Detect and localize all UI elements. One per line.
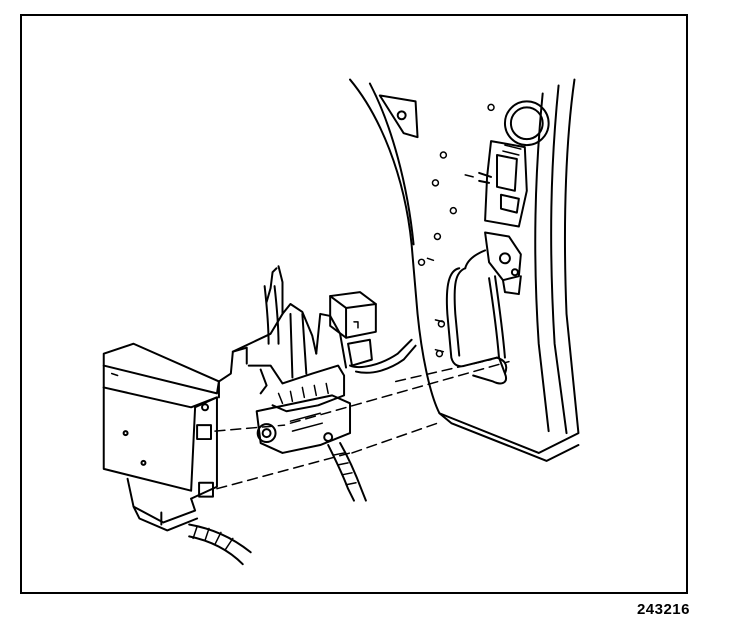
door-inner-panel	[349, 78, 580, 462]
diagram-frame	[20, 14, 688, 594]
speaker-opening	[503, 100, 550, 147]
door-latch-assembly	[478, 140, 528, 296]
alignment-guide-lines	[214, 358, 510, 490]
lower-wiring-harness	[188, 523, 252, 566]
electrical-connector	[329, 291, 417, 374]
figure-number: 243216	[636, 601, 690, 618]
door-fastener-holes	[417, 103, 495, 358]
door-module-assembly	[102, 265, 367, 532]
door-module-illustration	[102, 78, 580, 566]
upper-gusset-bracket	[378, 94, 419, 139]
